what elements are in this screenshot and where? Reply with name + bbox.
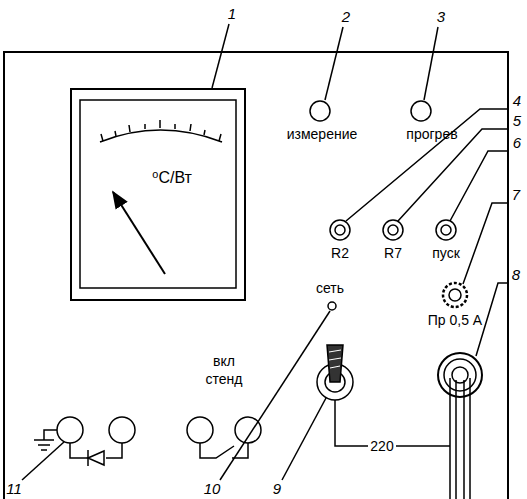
voltage-label: 220 (368, 438, 395, 454)
meter-box: ⁰С/Вт (70, 88, 246, 301)
button-label: прогрев (406, 126, 457, 142)
callout-number: 10 (204, 481, 221, 497)
callout-number: 6 (513, 135, 521, 151)
callout-number: 5 (513, 113, 521, 129)
indicator-label: сеть (316, 280, 344, 296)
socket-label: R2 (331, 245, 349, 261)
terminal-label: вкл стенд (202, 352, 246, 388)
callout-number: 4 (513, 93, 521, 109)
fuse-label: Пр 0,5 А (428, 312, 482, 328)
callout-number: 3 (437, 9, 445, 25)
button-label: измерение (287, 126, 358, 142)
callout-number: 8 (512, 267, 520, 283)
socket-label: R7 (384, 245, 402, 261)
socket-label: пуск (432, 245, 460, 261)
callout-number: 2 (342, 9, 350, 25)
callout-number: 1 (228, 6, 236, 22)
callout-number: 11 (6, 481, 22, 497)
meter-unit: ⁰С/Вт (152, 168, 192, 187)
callout-number: 7 (512, 187, 520, 203)
callout-number: 9 (273, 481, 281, 497)
